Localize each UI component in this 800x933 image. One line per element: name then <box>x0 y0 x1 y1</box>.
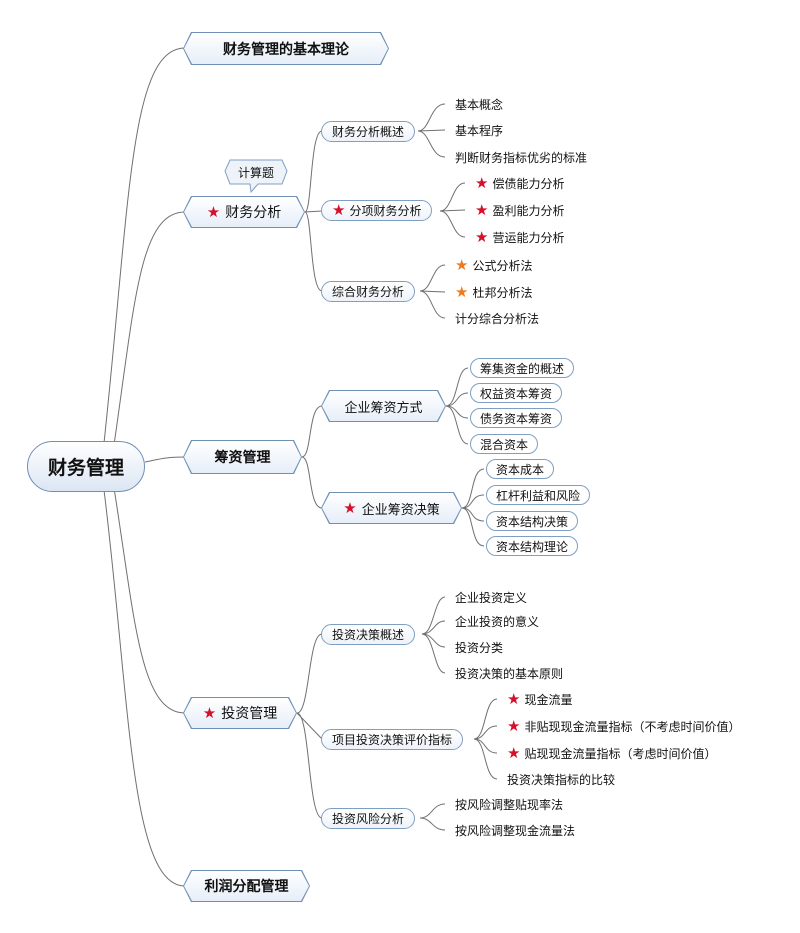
callout-note: 计算题 <box>224 159 288 194</box>
star-icon: ★ <box>475 227 489 246</box>
branch-investment[interactable]: ★ 投资管理 <box>183 697 297 729</box>
leaf-label: 按风险调整贴现率法 <box>455 797 564 812</box>
leaf-label: 筹集资金的概述 <box>480 361 565 376</box>
leaf-basic-concept[interactable]: 基本概念 <box>447 94 513 114</box>
node-investment-indicators[interactable]: 项目投资决策评价指标 <box>321 729 464 750</box>
leaf-debt-financing[interactable]: 债务资本筹资 <box>470 408 563 428</box>
leaf-judging-standard[interactable]: 判断财务指标优劣的标准 <box>447 147 597 167</box>
star-icon: ★ <box>455 282 469 301</box>
leaf-label: 贴现现金流量指标（考虑时间价值） <box>524 746 717 761</box>
branch-analysis[interactable]: ★ 财务分析 <box>183 196 305 228</box>
star-icon: ★ <box>475 200 489 219</box>
leaf-label: 杠杆利益和风险 <box>496 488 581 503</box>
leaf-cash-flow[interactable]: ★现金流量 <box>499 689 582 709</box>
leaf-label: 投资决策指标的比较 <box>507 772 616 787</box>
leaf-cost-of-capital[interactable]: 资本成本 <box>486 459 555 479</box>
star-icon: ★ <box>507 743 521 762</box>
node-label: 项目投资决策评价指标 <box>332 733 453 747</box>
node-label: 投资决策概述 <box>332 628 405 642</box>
leaf-label: 判断财务指标优劣的标准 <box>455 150 588 165</box>
leaf-funds-overview[interactable]: 筹集资金的概述 <box>470 358 575 378</box>
star-icon: ★ <box>507 716 521 735</box>
branch-investment-label: 投资管理 <box>221 706 278 722</box>
node-financing-decision[interactable]: ★ 企业筹资决策 <box>321 492 462 524</box>
leaf-label: 偿债能力分析 <box>492 176 565 191</box>
node-investment-overview[interactable]: 投资决策概述 <box>321 624 416 645</box>
branch-theory-label: 财务管理的基本理论 <box>223 41 349 58</box>
node-label: 企业筹资决策 <box>361 502 440 518</box>
node-label: 企业筹资方式 <box>344 400 423 416</box>
leaf-label: 投资决策的基本原则 <box>455 666 564 681</box>
leaf-label: 现金流量 <box>524 692 573 707</box>
leaf-label: 资本成本 <box>496 462 545 477</box>
leaf-label: 基本程序 <box>455 123 504 138</box>
leaf-leverage-risk[interactable]: 杠杆利益和风险 <box>486 485 591 505</box>
star-icon: ★ <box>206 202 221 221</box>
leaf-label: 企业投资定义 <box>455 590 528 605</box>
node-label: 分项财务分析 <box>349 204 422 218</box>
node-analysis-overview[interactable]: 财务分析概述 <box>321 121 416 142</box>
leaf-label: 非贴现现金流量指标（不考虑时间价值） <box>524 719 741 734</box>
leaf-investment-principles[interactable]: 投资决策的基本原则 <box>447 663 573 683</box>
leaf-label: 营运能力分析 <box>492 230 565 245</box>
branch-profit[interactable]: 利润分配管理 <box>183 870 310 902</box>
leaf-label: 杜邦分析法 <box>472 285 533 300</box>
leaf-investment-significance[interactable]: 企业投资的意义 <box>447 611 549 631</box>
root-node[interactable]: 财务管理 <box>27 441 145 492</box>
leaf-label: 投资分类 <box>455 640 504 655</box>
leaf-label: 企业投资的意义 <box>455 614 540 629</box>
leaf-capital-structure-theory[interactable]: 资本结构理论 <box>486 536 579 556</box>
leaf-indicator-comparison[interactable]: 投资决策指标的比较 <box>499 769 625 789</box>
node-financing-methods[interactable]: 企业筹资方式 <box>321 390 446 422</box>
node-label: 综合财务分析 <box>332 285 405 299</box>
leaf-risk-adjusted-discount-rate[interactable]: 按风险调整贴现率法 <box>447 794 573 814</box>
leaf-investment-definition[interactable]: 企业投资定义 <box>447 587 537 607</box>
star-icon: ★ <box>202 703 217 722</box>
leaf-non-discounted-indicators[interactable]: ★非贴现现金流量指标（不考虑时间价值） <box>499 716 750 736</box>
callout-text: 计算题 <box>237 166 274 180</box>
leaf-label: 公式分析法 <box>472 258 533 273</box>
leaf-scoring-method[interactable]: 计分综合分析法 <box>447 308 549 328</box>
branch-profit-label: 利润分配管理 <box>204 879 289 895</box>
leaf-solvency[interactable]: ★偿债能力分析 <box>467 173 574 193</box>
star-icon: ★ <box>475 173 489 192</box>
leaf-label: 基本概念 <box>455 97 504 112</box>
branch-theory[interactable]: 财务管理的基本理论 <box>183 32 389 65</box>
star-icon: ★ <box>343 498 357 517</box>
leaf-label: 混合资本 <box>480 437 529 452</box>
node-investment-risk[interactable]: 投资风险分析 <box>321 808 416 829</box>
leaf-operation[interactable]: ★营运能力分析 <box>467 227 574 247</box>
branch-analysis-label: 财务分析 <box>225 205 282 221</box>
leaf-basic-procedure[interactable]: 基本程序 <box>447 120 513 140</box>
leaf-label: 计分综合分析法 <box>455 311 540 326</box>
branch-financing[interactable]: 筹资管理 <box>183 440 302 474</box>
star-icon: ★ <box>332 201 346 219</box>
leaf-label: 资本结构理论 <box>496 539 569 554</box>
node-label: 财务分析概述 <box>332 125 405 139</box>
node-label: 投资风险分析 <box>332 812 405 826</box>
leaf-risk-adjusted-cash-flow[interactable]: 按风险调整现金流量法 <box>447 820 585 840</box>
leaf-investment-classification[interactable]: 投资分类 <box>447 637 513 657</box>
leaf-label: 按风险调整现金流量法 <box>455 823 576 838</box>
node-analysis-itemized[interactable]: ★ 分项财务分析 <box>321 200 433 221</box>
leaf-hybrid-capital[interactable]: 混合资本 <box>470 434 539 454</box>
leaf-capital-structure-decision[interactable]: 资本结构决策 <box>486 511 579 531</box>
callout-shape <box>224 159 288 194</box>
leaf-profitability[interactable]: ★盈利能力分析 <box>467 200 574 220</box>
leaf-discounted-indicators[interactable]: ★贴现现金流量指标（考虑时间价值） <box>499 743 726 763</box>
leaf-label: 权益资本筹资 <box>480 386 553 401</box>
leaf-dupont-method[interactable]: ★杜邦分析法 <box>447 282 542 302</box>
leaf-label: 盈利能力分析 <box>492 203 565 218</box>
leaf-label: 债务资本筹资 <box>480 411 553 426</box>
leaf-equity-financing[interactable]: 权益资本筹资 <box>470 383 563 403</box>
branch-financing-label: 筹资管理 <box>214 450 271 466</box>
node-analysis-comprehensive[interactable]: 综合财务分析 <box>321 281 416 302</box>
star-icon: ★ <box>507 689 521 708</box>
leaf-label: 资本结构决策 <box>496 514 569 529</box>
leaf-formula-method[interactable]: ★公式分析法 <box>447 255 542 275</box>
star-icon: ★ <box>455 255 469 274</box>
